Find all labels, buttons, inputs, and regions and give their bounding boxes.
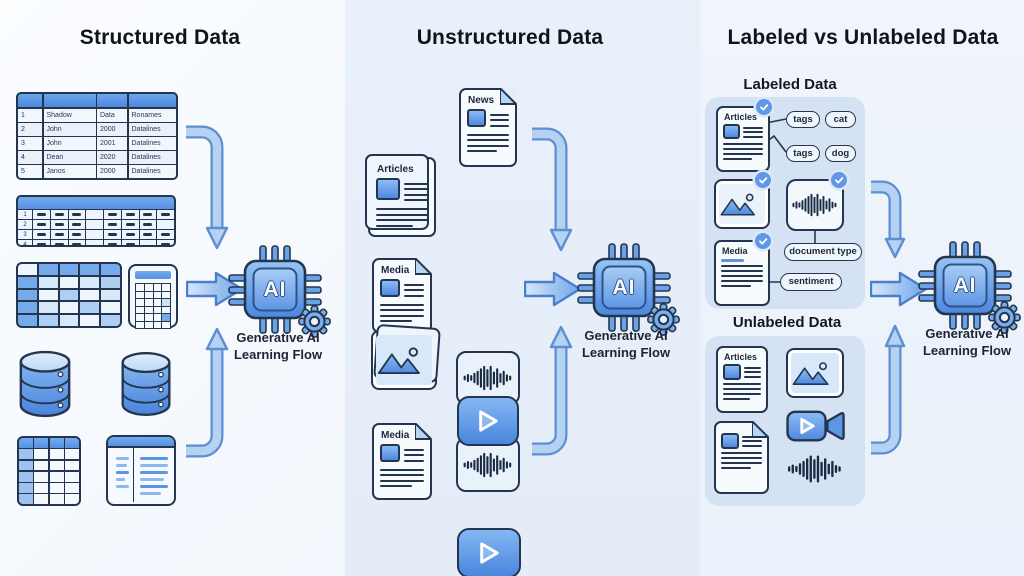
table-cell: 1 bbox=[18, 109, 42, 122]
table-cell: 2000 bbox=[97, 165, 127, 178]
data-table-icon: 1 Shadow Data Ronames 2 John 2000 Datali… bbox=[16, 92, 178, 180]
labeled-vs-unlabeled-title: Labeled vs Unlabeled Data bbox=[727, 26, 999, 49]
video-icon bbox=[457, 396, 519, 446]
audio-waveform-icon bbox=[784, 451, 846, 487]
waveform-icon bbox=[462, 448, 514, 482]
waveform-icon bbox=[791, 189, 839, 221]
news-document-icon: News bbox=[459, 87, 518, 167]
table-cell: Data bbox=[97, 109, 127, 122]
photo-stack-icon bbox=[371, 330, 437, 390]
table-cell: Shadow bbox=[43, 109, 96, 122]
ai-chip-label: AI bbox=[953, 273, 977, 297]
waveform-icon bbox=[462, 361, 514, 395]
media-document-icon: Media bbox=[372, 257, 433, 333]
mountain-sun-icon bbox=[376, 335, 432, 385]
ai-chip: AI bbox=[225, 242, 325, 337]
label-pill-sentiment: sentiment bbox=[780, 273, 842, 291]
check-badge bbox=[755, 172, 771, 188]
document-table-icon bbox=[106, 435, 176, 506]
media-document-icon: Media bbox=[372, 422, 433, 500]
unlabeled-articles-document-icon: Articles bbox=[716, 346, 768, 413]
unlabeled-image-icon bbox=[786, 348, 844, 398]
articles-document-icon: Articles bbox=[365, 154, 436, 237]
label-pill-dog: dog bbox=[825, 145, 856, 162]
table-cell: 2020 bbox=[97, 151, 127, 164]
structured-data-title: Structured Data bbox=[79, 26, 241, 49]
flow-arrow-main bbox=[870, 271, 928, 307]
ai-chip-label: AI bbox=[612, 275, 636, 299]
table-cell: Ronames bbox=[128, 109, 176, 122]
table-cell: 5 bbox=[18, 165, 42, 178]
table-cell: 4 bbox=[18, 151, 42, 164]
video-icon bbox=[457, 528, 521, 576]
table-cell: 2001 bbox=[97, 137, 127, 150]
labeled-articles-document-icon: Articles bbox=[716, 106, 770, 172]
flow-arrow-bottom bbox=[186, 327, 229, 458]
labeled-audio-icon bbox=[786, 179, 844, 231]
chip-caption: Generative AI Learning Flow bbox=[922, 326, 1012, 358]
flow-arrow-top bbox=[871, 180, 906, 259]
label-pill-tags: tags bbox=[786, 111, 820, 128]
table-cell: Datalines bbox=[128, 151, 176, 164]
label-pill-cat: cat bbox=[825, 111, 856, 128]
table-cell: 2000 bbox=[97, 123, 127, 136]
check-badge bbox=[756, 99, 772, 115]
flow-arrow-top bbox=[186, 125, 229, 250]
chip-caption: Generative AI Learning Flow bbox=[581, 328, 671, 360]
table-cell: 3 bbox=[18, 137, 42, 150]
ai-chip: AI bbox=[915, 238, 1015, 333]
database-icon bbox=[16, 349, 74, 419]
mountain-sun-icon bbox=[719, 184, 765, 224]
video-camera-icon bbox=[785, 407, 847, 445]
unstructured-data-title: Unstructured Data bbox=[416, 26, 604, 49]
play-icon bbox=[478, 541, 500, 565]
labeled-media-document-icon: Media bbox=[714, 240, 770, 306]
check-badge bbox=[755, 233, 771, 249]
flow-arrow-bottom bbox=[871, 324, 906, 455]
table-cell: John bbox=[43, 123, 96, 136]
header-table-icon bbox=[17, 436, 81, 506]
flow-arrow-main bbox=[524, 271, 582, 307]
unlabeled-plain-document-icon bbox=[714, 420, 770, 494]
spreadsheet-grid-icon bbox=[16, 262, 122, 328]
database-icon bbox=[118, 349, 174, 419]
ai-chip: AI bbox=[574, 240, 674, 335]
flow-arrow-top bbox=[532, 127, 573, 252]
ai-chip-label: AI bbox=[263, 277, 287, 301]
table-cell: John bbox=[43, 137, 96, 150]
wide-table-icon: 1 2 3 4 bbox=[16, 195, 176, 247]
table-cell: Datalines bbox=[128, 165, 176, 178]
label-pill-document-type: document type bbox=[784, 243, 862, 261]
table-cell: 2 bbox=[18, 123, 42, 136]
mini-spreadsheet-icon bbox=[128, 264, 178, 329]
labeled-data-subtitle: Labeled Data bbox=[743, 76, 837, 93]
unlabeled-data-subtitle: Unlabeled Data bbox=[732, 314, 842, 331]
table-cell: Dean bbox=[43, 151, 96, 164]
play-icon bbox=[477, 409, 499, 433]
chip-caption: Generative AI Learning Flow bbox=[233, 330, 323, 362]
flow-arrow-bottom bbox=[532, 325, 573, 456]
table-cell: Datalines bbox=[128, 137, 176, 150]
check-badge bbox=[831, 172, 847, 188]
flow-arrow-main bbox=[186, 271, 244, 307]
table-cell: Janos bbox=[43, 165, 96, 178]
table-cell: Datalines bbox=[128, 123, 176, 136]
mountain-sun-icon bbox=[791, 353, 839, 393]
label-pill-tags: tags bbox=[786, 145, 820, 162]
